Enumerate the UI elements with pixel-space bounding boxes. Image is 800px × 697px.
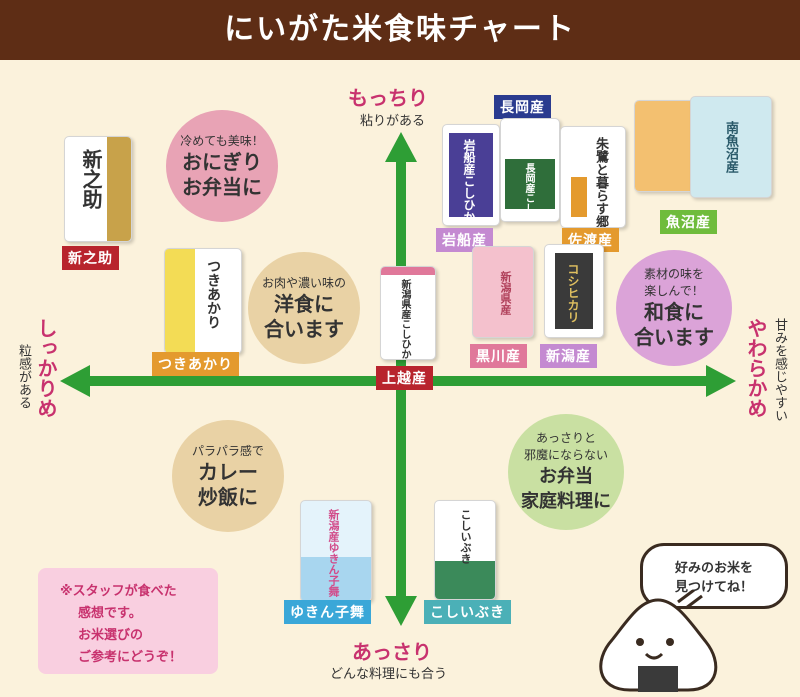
bag-kurokawa-text: 新潟県産 [499, 271, 512, 315]
axis-left-label: しっかりめ [34, 318, 58, 418]
rice-bag-koshiibuki: こしいぶき [434, 500, 496, 600]
label-kurokawa: 黒川産 [470, 344, 527, 368]
bubble-curry-title: カレー [198, 459, 258, 484]
label-iwafune: 岩船産 [436, 228, 493, 252]
bubble-yoshoku-caption: お肉や濃い味の [261, 275, 346, 290]
onigiri-mascot-icon [599, 590, 718, 692]
bubble-curry: パラパラ感で カレー 炒飯に [172, 420, 284, 532]
bag-niigata-text: コシヒカリ [566, 263, 580, 323]
bubble-bento-caption2: 邪魔にならない [523, 448, 608, 462]
arrow-left-icon [60, 365, 90, 397]
bag-uonuma-text: 南魚沼産 [723, 121, 738, 173]
rice-bag-joetsu: 新潟県産こしひかり [380, 266, 436, 360]
bubble-washoku-caption: 素材の味を [643, 267, 704, 281]
staff-note: ※スタッフが食べた 感想です。 お米選びの ご参考にどうぞ！ [38, 568, 218, 674]
rice-bag-niigata: コシヒカリ [544, 244, 604, 338]
label-tsukiakari: つきあかり [152, 352, 239, 376]
bubble-washoku-title2: 合います [634, 325, 714, 349]
rice-bag-iwafune: 岩船産こしひかり [442, 124, 500, 226]
bubble-bento: あっさりと 邪魔にならない お弁当 家庭料理に [508, 414, 624, 530]
rice-bag-nagaoka: 長岡産こしひかり [500, 118, 560, 222]
axis-top-sublabel: 粘りがある [360, 114, 426, 129]
bag-iwafune-text: 岩船産こしひかり [462, 139, 476, 226]
axis-right-sublabel: 甘みを感じやすい [772, 318, 787, 422]
axis-right-label: やわらかめ [744, 318, 768, 418]
header-bar: にいがた米食味チャート [0, 0, 800, 60]
arrow-down-icon [385, 596, 417, 626]
bag-tsukiakari-text: つきあかり [205, 259, 221, 329]
rice-bag-kurokawa: 新潟県産 [472, 246, 534, 338]
bag-shinnosuke-text: 新之助 [79, 149, 103, 209]
rice-bag-yukinkomai: 新潟産ゆきん子舞 [300, 500, 372, 602]
bubble-bento-title: お弁当 [539, 466, 593, 487]
rice-bag-shinnosuke: 新之助 [64, 136, 132, 242]
bubble-yoshoku: お肉や濃い味の 洋食に 合います [248, 252, 360, 364]
bubble-washoku-title: 和食に [644, 300, 704, 324]
bubble-onigiri-title2: お弁当に [182, 174, 262, 199]
rice-bag-uonuma: 南魚沼産 [690, 96, 772, 198]
bubble-bento-caption: あっさりと [535, 431, 596, 445]
bag-yukinkomai-text: 新潟産ゆきん子舞 [327, 509, 340, 597]
label-joetsu: 上越産 [376, 366, 433, 390]
bubble-onigiri-caption: 冷めても美味！ [180, 133, 264, 148]
bubble-curry-title2: 炒飯に [198, 484, 258, 509]
page-title: にいがた米食味チャート [224, 12, 576, 47]
label-shinnosuke: 新之助 [62, 246, 119, 270]
staff-note-line3: お米選びの [78, 628, 144, 643]
bubble-onigiri: 冷めても美味！ おにぎり お弁当に [166, 110, 278, 222]
bag-sado-text: 朱鷺と暮らす郷 [593, 137, 608, 228]
speech-bubble-line1: 好みのお米を [674, 561, 753, 576]
arrow-up-icon [385, 132, 417, 162]
rice-bag-tsukiakari: つきあかり [164, 248, 242, 354]
label-koshiibuki: こしいぶき [424, 600, 511, 624]
bubble-yoshoku-title2: 合います [264, 316, 344, 341]
bubble-bento-title2: 家庭料理に [521, 491, 611, 512]
bubble-washoku: 素材の味を 楽しんで！ 和食に 合います [616, 250, 732, 366]
bubble-yoshoku-title: 洋食に [274, 291, 334, 316]
rice-bag-sado: 朱鷺と暮らす郷 [560, 126, 626, 228]
speech-bubble: 好みのお米を 見つけてね！ [640, 543, 788, 609]
bubble-onigiri-title: おにぎり [182, 149, 262, 174]
bubble-washoku-caption2: 楽しんで！ [644, 284, 704, 298]
staff-note-line4: ご参考にどうぞ！ [78, 650, 183, 665]
axis-bottom-sublabel: どんな料理にも合う [330, 667, 448, 682]
bag-koshiibuki-text: こしいぶき [459, 509, 472, 564]
bag-nagaoka-text: 長岡産こしひかり [523, 163, 534, 222]
rice-bag-uonuma-1 [634, 100, 696, 192]
axis-top-label: もっちり [348, 86, 428, 110]
label-yukinkomai: ゆきん子舞 [284, 600, 371, 624]
bubble-curry-caption: パラパラ感で [192, 443, 264, 458]
label-niigata: 新潟産 [540, 344, 597, 368]
label-uonuma: 魚沼産 [660, 210, 717, 234]
staff-note-line1: ※スタッフが食べた [60, 584, 177, 599]
staff-note-line2: 感想です。 [78, 606, 142, 621]
arrow-right-icon [706, 365, 736, 397]
bag-joetsu-text: 新潟県産こしひかり [399, 279, 410, 360]
label-nagaoka: 長岡産 [494, 95, 551, 119]
axis-bottom-label: あっさり [352, 640, 432, 664]
axis-left-sublabel: 粒感がある [16, 344, 31, 409]
